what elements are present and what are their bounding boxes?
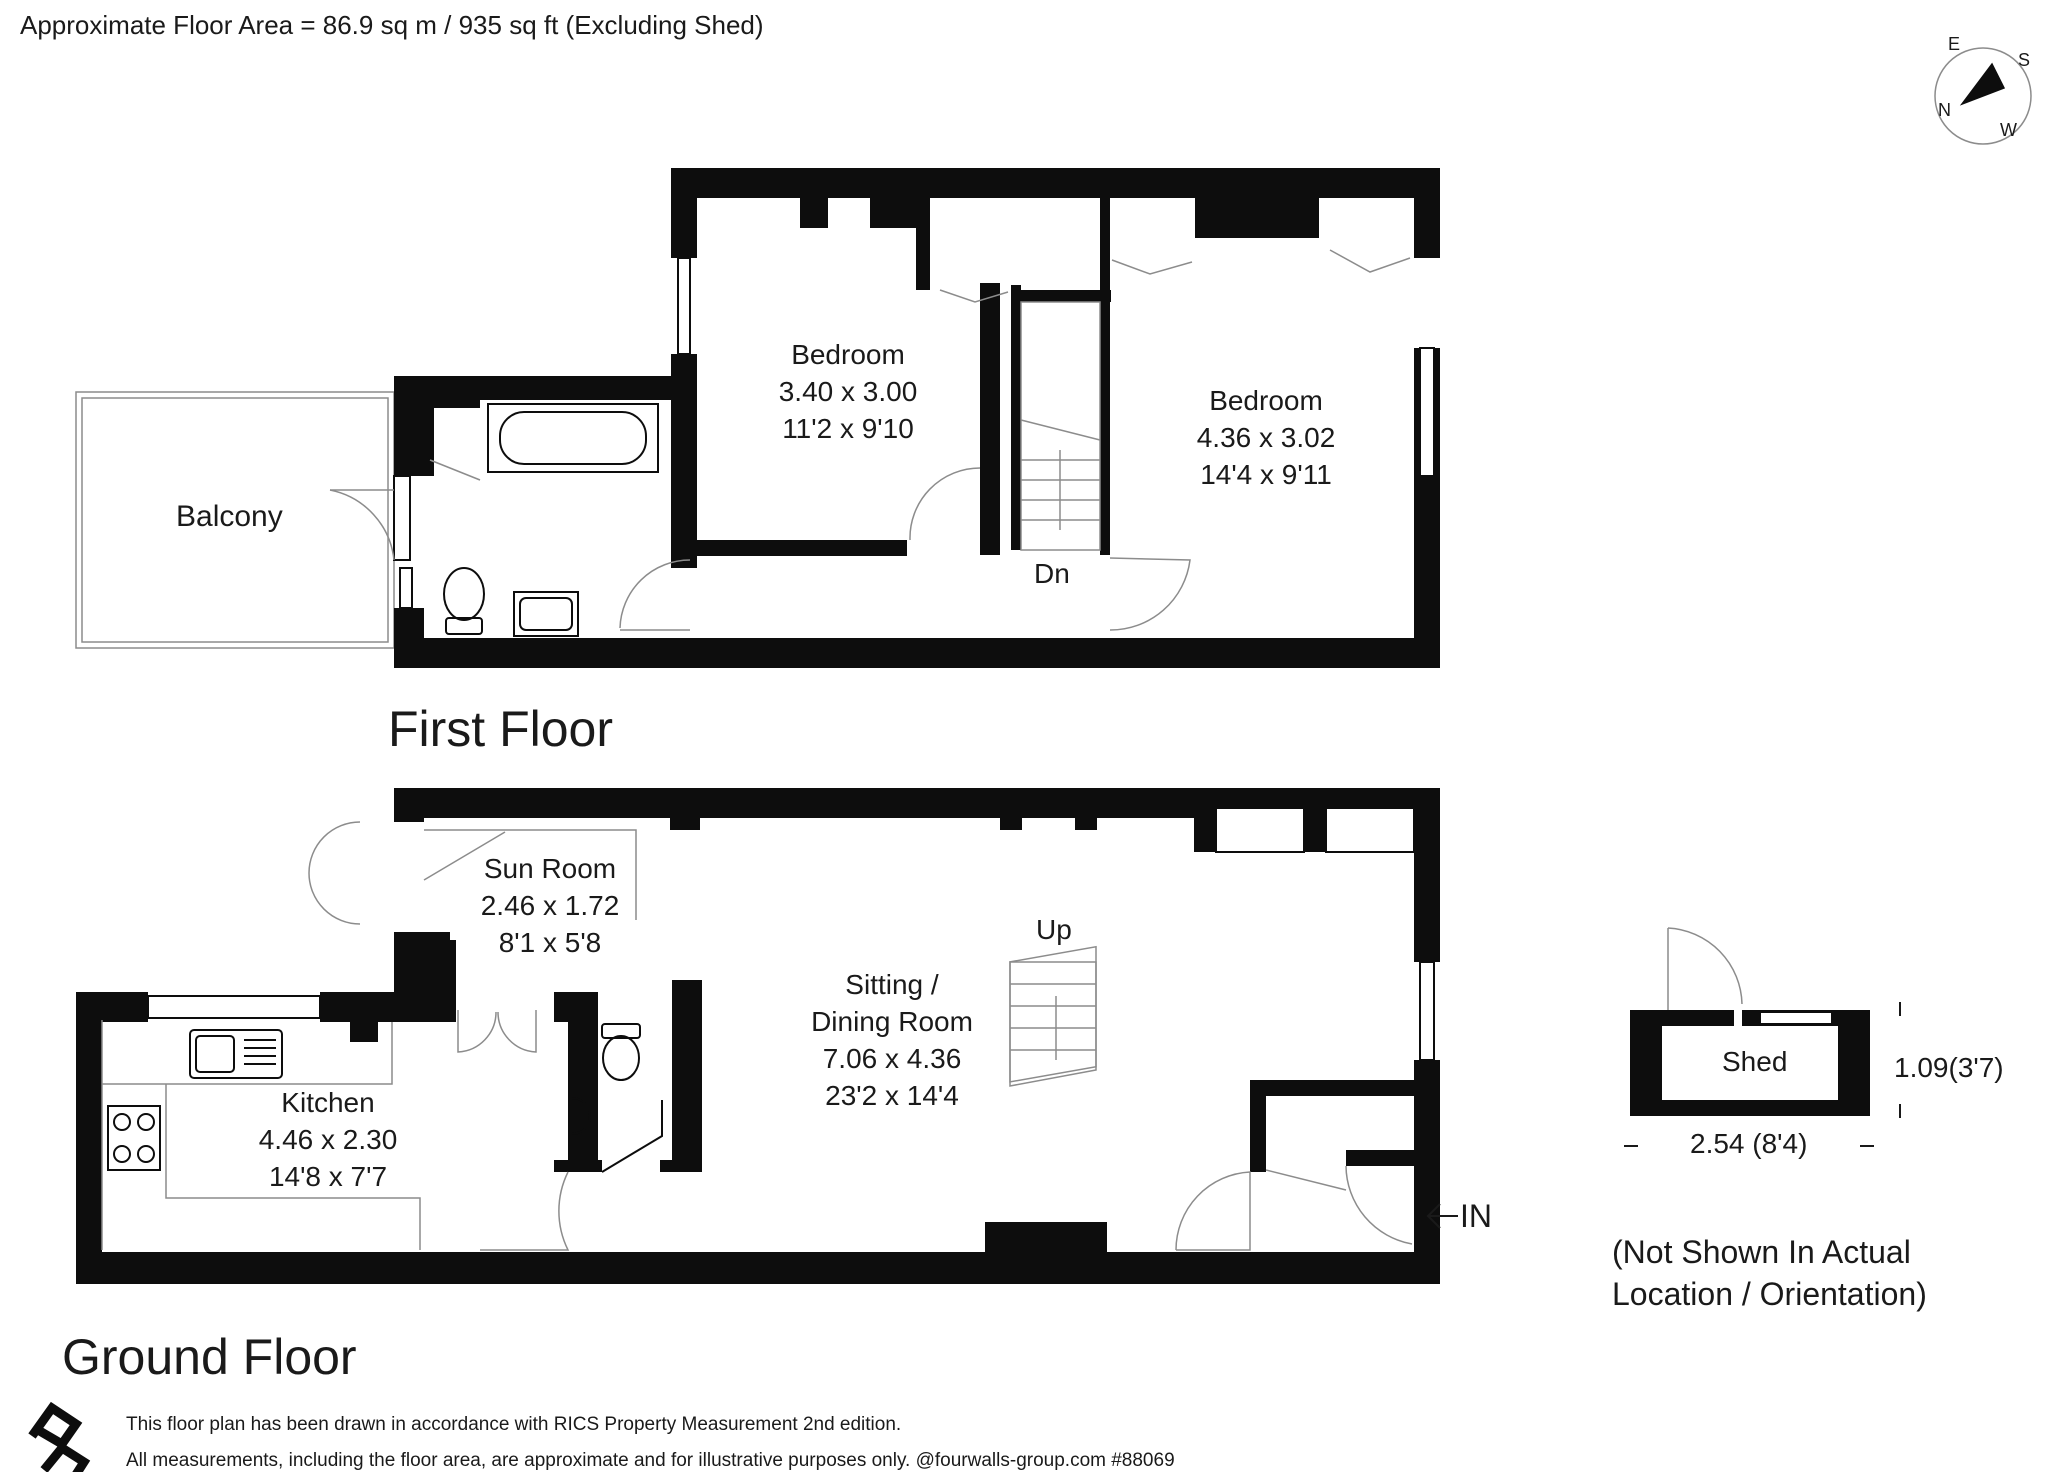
entrance-label: IN bbox=[1460, 1198, 1492, 1234]
stairs-down-label: Dn bbox=[1034, 558, 1070, 589]
bedroom-1-name: Bedroom bbox=[791, 339, 905, 370]
first-floor-doors bbox=[329, 249, 1411, 631]
sun-room-imperial: 8'1 x 5'8 bbox=[498, 927, 602, 958]
sink-fixture bbox=[189, 1029, 283, 1079]
sitting-dining-room-name-2: Dining Room bbox=[811, 1006, 973, 1037]
kitchen-name: Kitchen bbox=[281, 1087, 375, 1118]
bedroom-2-label: Bedroom 4.36 x 3.02 14'4 x 9'11 bbox=[1197, 382, 1336, 493]
first-floor-plan bbox=[75, 168, 1440, 668]
bath-fixture bbox=[487, 403, 659, 473]
sitting-dining-room-imperial: 23'2 x 14'4 bbox=[825, 1080, 959, 1111]
toilet-fixture bbox=[443, 567, 485, 635]
bedroom-1-imperial: 11'2 x 9'10 bbox=[782, 413, 914, 444]
bedroom-2-metric: 4.36 x 3.02 bbox=[1196, 422, 1336, 453]
kitchen-counters bbox=[101, 1020, 421, 1250]
kitchen-label: Kitchen 4.46 x 2.30 14'8 x 7'7 bbox=[259, 1084, 398, 1195]
ground-floor-stairs bbox=[1009, 945, 1097, 1087]
stairs-up-label: Up bbox=[1036, 914, 1072, 945]
compass-s-label: S bbox=[2018, 50, 2031, 70]
sun-room-label: Sun Room 2.46 x 1.72 8'1 x 5'8 bbox=[481, 850, 620, 961]
shed-plan bbox=[1624, 927, 1901, 1147]
rics-note: This floor plan has been drawn in accord… bbox=[126, 1414, 902, 1435]
ground-floor-doors bbox=[308, 821, 1413, 1251]
first-floor-walls bbox=[393, 168, 1440, 668]
sun-room-glazing bbox=[423, 829, 637, 920]
ground-floor-plan bbox=[76, 788, 1458, 1284]
first-floor-stairs bbox=[1020, 301, 1101, 551]
wc-fixtures bbox=[571, 1023, 663, 1173]
shed-window bbox=[1759, 1011, 1833, 1025]
shed-width-label: 2.54 (8'4) bbox=[1690, 1128, 1808, 1159]
sitting-dining-room-label: Sitting / Dining Room 7.06 x 4.36 23'2 x… bbox=[811, 966, 973, 1114]
kitchen-imperial: 14'8 x 7'7 bbox=[268, 1161, 388, 1192]
compass-e-label: E bbox=[1948, 34, 1961, 54]
kitchen-metric: 4.46 x 2.30 bbox=[258, 1124, 398, 1155]
sitting-dining-room-name-1: Sitting / bbox=[845, 969, 939, 1000]
bedroom-1-label: Bedroom 3.40 x 3.00 11'2 x 9'10 bbox=[779, 336, 918, 447]
basin-fixture bbox=[513, 591, 579, 637]
shed-label: Shed bbox=[1722, 1046, 1788, 1077]
first-floor-title: First Floor bbox=[388, 701, 613, 757]
balcony-label: Balcony bbox=[176, 500, 283, 533]
compass-n-label: N bbox=[1938, 100, 1951, 120]
shed-depth-label: 1.09(3'7) bbox=[1894, 1052, 2004, 1083]
shed-door bbox=[1667, 927, 1743, 1010]
ground-floor-walls bbox=[76, 788, 1440, 1284]
compass-icon bbox=[1934, 47, 2032, 145]
hob-fixture bbox=[107, 1105, 161, 1171]
ground-floor-windows bbox=[147, 807, 1435, 1061]
bedroom-2-name: Bedroom bbox=[1209, 385, 1323, 416]
sun-room-name: Sun Room bbox=[483, 853, 617, 884]
sitting-dining-room-metric: 7.06 x 4.36 bbox=[822, 1043, 962, 1074]
bedroom-1-metric: 3.40 x 3.00 bbox=[778, 376, 918, 407]
ground-floor-title: Ground Floor bbox=[62, 1329, 357, 1385]
bedroom-2-imperial: 14'4 x 9'11 bbox=[1200, 459, 1332, 490]
compass-w-label: W bbox=[2000, 120, 2017, 140]
entrance-arrow-icon bbox=[1426, 1203, 1458, 1229]
shed-location-note-2: Location / Orientation) bbox=[1612, 1276, 1927, 1312]
sun-room-metric: 2.46 x 1.72 bbox=[480, 890, 620, 921]
measurement-disclaimer: All measurements, including the floor ar… bbox=[126, 1450, 1175, 1471]
shed-dimension-markers bbox=[1624, 1002, 1901, 1147]
first-floor-windows bbox=[399, 257, 1435, 609]
shed-location-note-1: (Not Shown In Actual bbox=[1612, 1234, 1911, 1270]
fourwalls-logo-icon bbox=[28, 1401, 91, 1472]
area-summary: Approximate Floor Area = 86.9 sq m / 935… bbox=[20, 10, 764, 40]
